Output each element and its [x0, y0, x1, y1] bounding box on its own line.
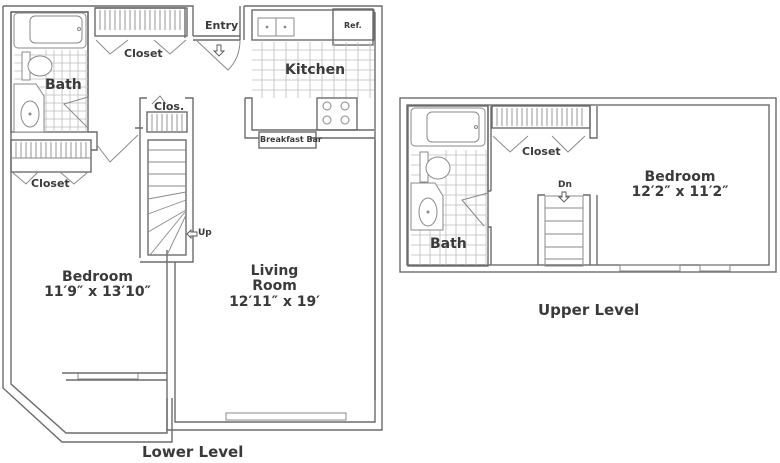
lower-bedroom-label: Bedroom 11′9″ x 13′10″ — [40, 269, 155, 301]
lower-closet-top-label: Closet — [124, 47, 163, 60]
entry-arrow-icon — [212, 44, 226, 57]
lower-level-title: Lower Level — [142, 443, 244, 461]
living-room-name-line1: Living — [250, 263, 299, 279]
upper-bedroom-label: Bedroom 12′2″ x 11′2″ — [630, 169, 730, 201]
upper-closet-label: Closet — [522, 145, 561, 158]
up-arrow-left-icon — [186, 228, 198, 240]
living-room-dimensions: 12′11″ x 19′ — [229, 293, 320, 310]
dn-arrow-icon — [557, 191, 571, 203]
living-room-name-line2: Room — [252, 278, 297, 295]
stairs-down-label: Dn — [558, 180, 572, 190]
breakfast-bar-label: Breakfast Bar — [260, 135, 322, 144]
refrigerator-label: Ref. — [344, 21, 362, 30]
upper-level-plan — [399, 97, 777, 273]
living-room-label: Living Room 12′11″ x 19′ — [222, 263, 327, 310]
stairs-up-label: Up — [198, 228, 212, 238]
lower-bath-label: Bath — [45, 77, 82, 93]
lower-level-plan — [2, 5, 383, 443]
lower-bedroom-dimensions: 11′9″ x 13′10″ — [44, 284, 151, 301]
upper-bedroom-name: Bedroom — [644, 169, 716, 185]
upper-bedroom-dimensions: 12′2″ x 11′2″ — [631, 184, 729, 201]
lower-closet-left-label: Closet — [31, 177, 70, 190]
upper-level-title: Upper Level — [538, 301, 640, 319]
kitchen-label: Kitchen — [285, 62, 346, 78]
entry-label: Entry — [205, 19, 239, 32]
upper-bath-label: Bath — [430, 236, 467, 252]
lower-bedroom-name: Bedroom — [62, 269, 133, 285]
stair-closet-label: Clos. — [154, 100, 185, 113]
